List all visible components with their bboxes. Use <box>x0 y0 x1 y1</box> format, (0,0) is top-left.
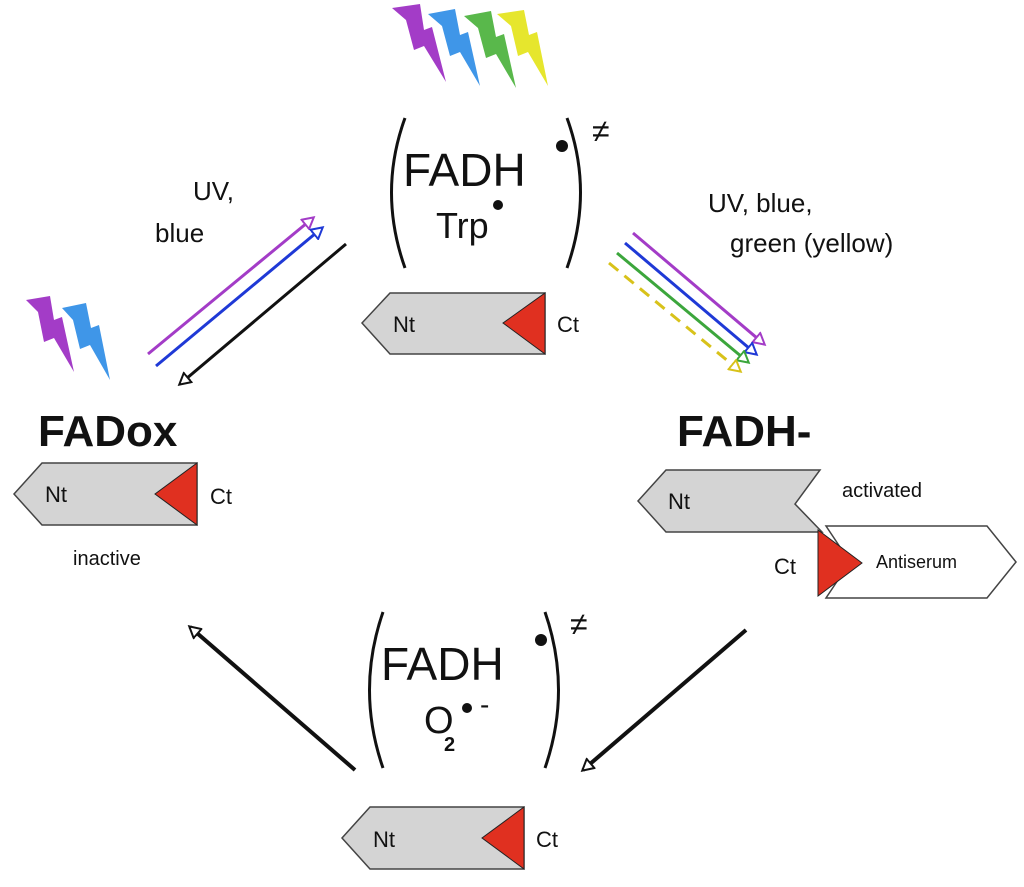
antiserum-label: Antiserum <box>876 552 957 572</box>
protein-left: Nt Ct <box>12 462 232 526</box>
excited-mark: ≠ <box>570 606 588 642</box>
relaxation-arrow <box>180 242 347 384</box>
domain-body-open <box>636 469 824 533</box>
ct-triangle <box>817 529 863 597</box>
bottom-complex-main: FADH <box>381 638 504 690</box>
left-light-label-line2: blue <box>155 218 204 248</box>
bottom-complex: FADH O 2 - ≠ <box>368 606 588 769</box>
uv-arrow <box>632 231 764 344</box>
domain-body <box>360 292 546 355</box>
superoxide-charge: - <box>480 689 489 720</box>
inactive-label: inactive <box>73 548 141 570</box>
ct-label: Ct <box>210 484 232 509</box>
domain-body <box>12 462 198 526</box>
ct-triangle <box>481 806 525 870</box>
protein-bottom: Nt Ct <box>340 806 558 870</box>
ct-triangle <box>502 292 546 355</box>
uv-bolt-icon <box>26 296 74 372</box>
protein-top: Nt Ct <box>360 292 579 355</box>
right-paren <box>565 117 582 269</box>
ct-label: Ct <box>536 827 558 852</box>
top-complex-main: FADH <box>403 144 526 196</box>
top-complex-sub: Trp <box>436 205 489 246</box>
excited-mark: ≠ <box>592 113 610 149</box>
left-paren <box>390 117 407 269</box>
yellow-bolt-icon <box>497 10 548 86</box>
right-light-label-line2: green (yellow) <box>730 228 893 258</box>
domain-body <box>340 806 525 870</box>
left-paren <box>368 611 385 769</box>
blue-bolt-icon <box>62 303 110 380</box>
green-bolt-icon <box>464 11 516 88</box>
nt-label: Nt <box>373 827 395 852</box>
fadox-label: FADox <box>38 407 178 456</box>
blue-arrow <box>155 228 322 368</box>
radical-dot <box>462 703 472 713</box>
light-bolts-top <box>392 4 548 88</box>
ct-label: Ct <box>774 554 796 579</box>
ct-label: Ct <box>557 312 579 337</box>
superoxide-subscript: 2 <box>444 734 455 756</box>
fadh-minus-label: FADH- <box>677 407 811 456</box>
nt-label: Nt <box>668 489 690 514</box>
light-bolts-left <box>26 296 110 380</box>
nt-label: Nt <box>45 482 67 507</box>
top-complex: FADH Trp ≠ <box>390 113 610 269</box>
ct-triangle <box>154 462 198 526</box>
blue-arrow <box>624 241 756 354</box>
blue-bolt-icon <box>428 9 480 86</box>
right-light-label-line1: UV, blue, <box>708 188 813 218</box>
reoxidation-arrow-right <box>583 628 748 770</box>
left-light-label-line1: UV, <box>193 176 234 206</box>
green-arrow <box>616 251 748 362</box>
nt-label: Nt <box>393 312 415 337</box>
reoxidation-arrow-left <box>190 627 357 772</box>
superoxide-o: O <box>424 700 454 742</box>
right-paren <box>543 611 560 769</box>
radical-dot <box>535 634 547 646</box>
activated-label: activated <box>842 480 922 502</box>
radical-dot <box>556 140 568 152</box>
protein-right: Nt Antiserum Ct <box>636 469 1017 599</box>
radical-dot <box>493 200 503 210</box>
uv-bolt-icon <box>392 4 446 82</box>
uv-arrow <box>147 218 313 356</box>
yellow-arrow <box>608 261 740 371</box>
